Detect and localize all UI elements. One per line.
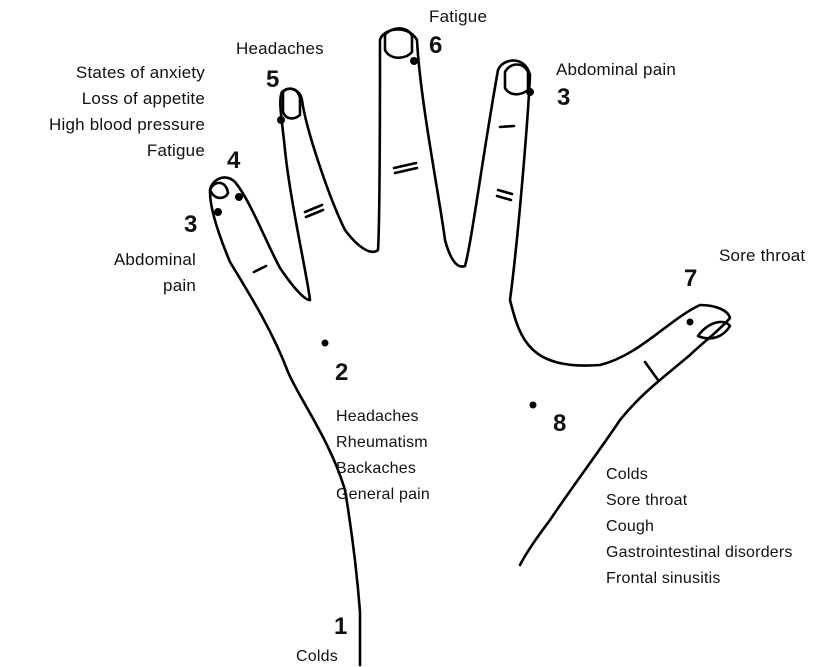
point-number-3-left: 3: [184, 212, 197, 238]
point-number-1: 1: [334, 614, 347, 640]
point-number-3-right: 3: [557, 85, 570, 111]
ailment-label-2-2: Rheumatism: [336, 430, 430, 456]
point-dot-7: [687, 319, 694, 326]
ailment-label-4-4: Fatigue: [49, 138, 205, 164]
point-dot-3-left: [214, 208, 222, 216]
ailment-label-8-5: Frontal sinusitis: [606, 566, 793, 592]
ailment-list-3-left: Abdominal pain: [114, 247, 196, 299]
nail-middle: [283, 89, 300, 119]
crease-pinky-1: [498, 190, 512, 194]
point-number-7: 7: [684, 266, 697, 292]
ailment-label-1: Colds: [296, 646, 338, 667]
ailment-list-2: Headaches Rheumatism Backaches General p…: [336, 404, 430, 508]
ailment-label-5: Headaches: [236, 38, 324, 59]
crease-pinky-2: [497, 196, 511, 200]
point-dot-3-right: [526, 88, 534, 96]
point-dot-5: [277, 116, 285, 124]
ailment-label-8-1: Colds: [606, 462, 793, 488]
ailment-label-4-2: Loss of appetite: [49, 86, 205, 112]
nail-index: [210, 183, 228, 198]
ailment-label-3-left-1: Abdominal: [114, 247, 196, 273]
ailment-label-2-3: Backaches: [336, 456, 430, 482]
point-number-8: 8: [553, 411, 566, 437]
ailment-list-4: States of anxiety Loss of appetite High …: [49, 60, 205, 164]
ailment-label-6: Fatigue: [429, 6, 487, 27]
point-dot-8: [530, 402, 537, 409]
ailment-label-7: Sore throat: [719, 245, 805, 266]
crease-ring-1: [394, 163, 416, 168]
ailment-label-4-3: High blood pressure: [49, 112, 205, 138]
ailment-label-3-right: Abdominal pain: [556, 59, 676, 80]
point-dot-4: [235, 193, 243, 201]
nail-pinky: [505, 65, 528, 95]
ailment-list-8: Colds Sore throat Cough Gastrointestinal…: [606, 462, 793, 592]
crease-pinky-3: [500, 126, 514, 127]
point-number-5: 5: [266, 67, 279, 93]
ailment-label-8-2: Sore throat: [606, 488, 793, 514]
ailment-label-2-4: General pain: [336, 482, 430, 508]
ailment-label-8-3: Cough: [606, 514, 793, 540]
crease-thumb: [645, 362, 658, 380]
ailment-label-4-1: States of anxiety: [49, 60, 205, 86]
point-number-6: 6: [429, 33, 442, 59]
crease-index: [254, 266, 266, 272]
point-number-2: 2: [335, 360, 348, 386]
point-dot-6: [410, 57, 418, 65]
point-number-4: 4: [227, 148, 240, 174]
crease-ring-2: [395, 168, 417, 173]
ailment-label-8-4: Gastrointestinal disorders: [606, 540, 793, 566]
ailment-label-2-1: Headaches: [336, 404, 430, 430]
ailment-label-3-left-2: pain: [114, 273, 196, 299]
point-dot-2: [322, 340, 329, 347]
